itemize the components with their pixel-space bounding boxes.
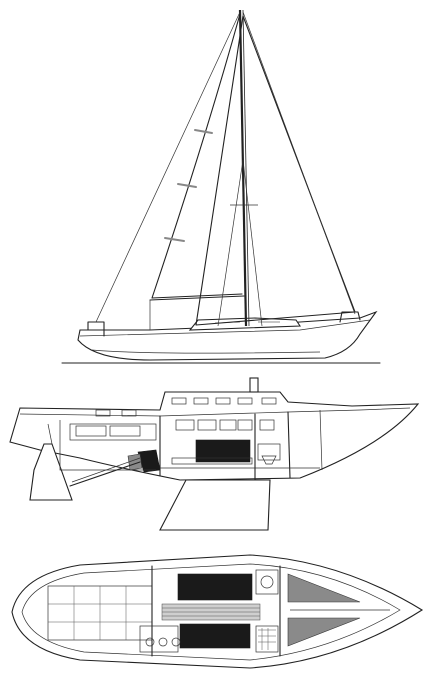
stove-burner <box>145 637 155 647</box>
cabin-port <box>261 397 277 405</box>
locker <box>237 419 253 431</box>
locker <box>175 419 195 431</box>
boot-stripe <box>91 349 321 354</box>
settee-cushion <box>171 457 253 465</box>
sail-plan-view <box>61 9 381 364</box>
hull-inner <box>21 563 401 661</box>
bulkhead <box>319 409 323 471</box>
mast <box>238 9 248 327</box>
settee-port <box>177 573 253 601</box>
cockpit-seat <box>109 425 141 437</box>
shroud <box>242 159 263 327</box>
engine <box>137 449 161 473</box>
cabin-port <box>193 397 209 405</box>
quarter-berth <box>69 423 157 441</box>
head <box>255 625 279 653</box>
cockpit-vent <box>121 409 137 417</box>
hatch <box>249 377 259 393</box>
mast-inner <box>242 9 250 327</box>
prop-shaft <box>69 461 141 487</box>
keel <box>159 479 271 531</box>
headsail <box>195 15 356 326</box>
interior-profile-view <box>9 377 420 531</box>
galley-counter <box>139 625 179 653</box>
boom <box>149 295 245 301</box>
stove-burner <box>158 637 168 647</box>
v-berth-port <box>287 573 361 603</box>
sheer-line <box>79 319 371 337</box>
cockpit-vent <box>95 409 111 417</box>
nav-station <box>255 569 279 595</box>
sail-batten <box>194 129 213 134</box>
settee-backrest <box>195 439 251 463</box>
cockpit-well <box>59 420 156 471</box>
hull-profile <box>77 310 378 361</box>
hull-section <box>9 391 420 481</box>
cabin-port <box>237 397 253 405</box>
cabin-port <box>171 397 187 405</box>
sink <box>260 575 274 589</box>
shower-grid <box>258 628 276 650</box>
cabin-port <box>215 397 231 405</box>
locker <box>259 419 275 431</box>
rudder-stock <box>47 423 53 445</box>
v-berth-stbd <box>287 617 361 647</box>
sail-batten <box>164 237 185 242</box>
locker <box>197 419 217 431</box>
shroud <box>217 159 244 327</box>
sail-batten <box>177 183 197 188</box>
stove-burner <box>171 637 181 647</box>
backstay <box>95 11 241 323</box>
toilet <box>261 455 277 465</box>
locker <box>219 419 237 431</box>
head-compartment <box>257 443 281 461</box>
cockpit-seat <box>75 425 107 437</box>
settee-stbd <box>179 623 251 649</box>
bulkhead <box>287 411 291 479</box>
mainsail <box>151 13 243 299</box>
accommodation-plan-view <box>11 554 424 669</box>
forestay <box>242 11 356 315</box>
